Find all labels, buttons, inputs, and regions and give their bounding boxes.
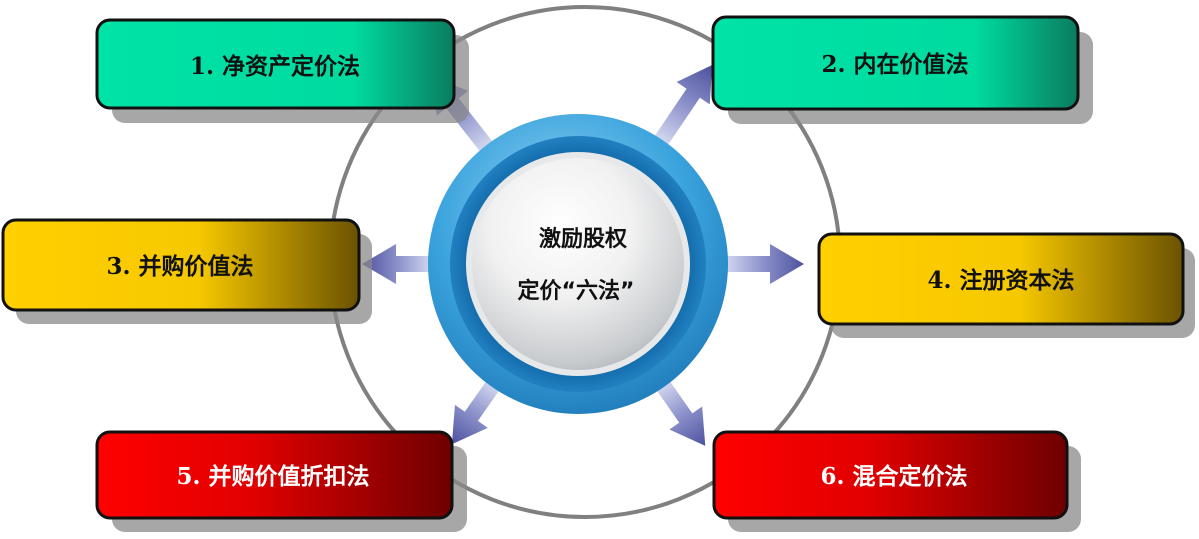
center-title-line1: 激励股权 [539,226,628,252]
method-box-5: 5. 并购价值折扣法 [95,430,467,532]
arrow-shape [451,375,504,445]
method-box-1: 1. 净资产定价法 [95,18,469,123]
center-title-line2: 定价“六法” [518,278,635,304]
method-label: 2. 内在价值法 [821,51,968,78]
arrow-shape [720,244,804,284]
method-box-group: 1. 净资产定价法 2. 内在价值法 3. 并购价值法 4. 注册资本法 5. … [1,15,1195,532]
method-box-3: 3. 并购价值法 [1,218,372,324]
method-box-4: 4. 注册资本法 [817,232,1195,338]
method-box-bg [711,15,1080,111]
arrow-shape [650,65,713,151]
center-emblem: 激励股权 定价“六法” [428,114,728,414]
arrow-to-method-5 [451,375,504,445]
arrow-to-method-4 [720,244,804,284]
method-box-bg [817,232,1185,326]
method-label: 1. 净资产定价法 [190,53,360,80]
method-label: 4. 注册资本法 [927,267,1074,294]
method-box-bg [712,430,1069,520]
arrow-to-method-2 [650,65,713,151]
method-box-bg [1,218,361,312]
method-box-bg [95,18,456,110]
center-core [472,158,684,370]
method-label: 6. 混合定价法 [820,463,967,490]
method-box-6: 6. 混合定价法 [712,430,1081,532]
arrow-shape [362,244,436,284]
method-label: 3. 并购价值法 [106,253,253,280]
method-label: 5. 并购价值折扣法 [176,463,369,490]
arrow-to-method-3 [362,244,436,284]
arrow-shape [652,375,706,446]
method-box-2: 2. 内在价值法 [711,15,1093,124]
method-box-bg [95,430,454,520]
arrow-to-method-6 [652,375,706,446]
arrow-group [362,65,804,446]
